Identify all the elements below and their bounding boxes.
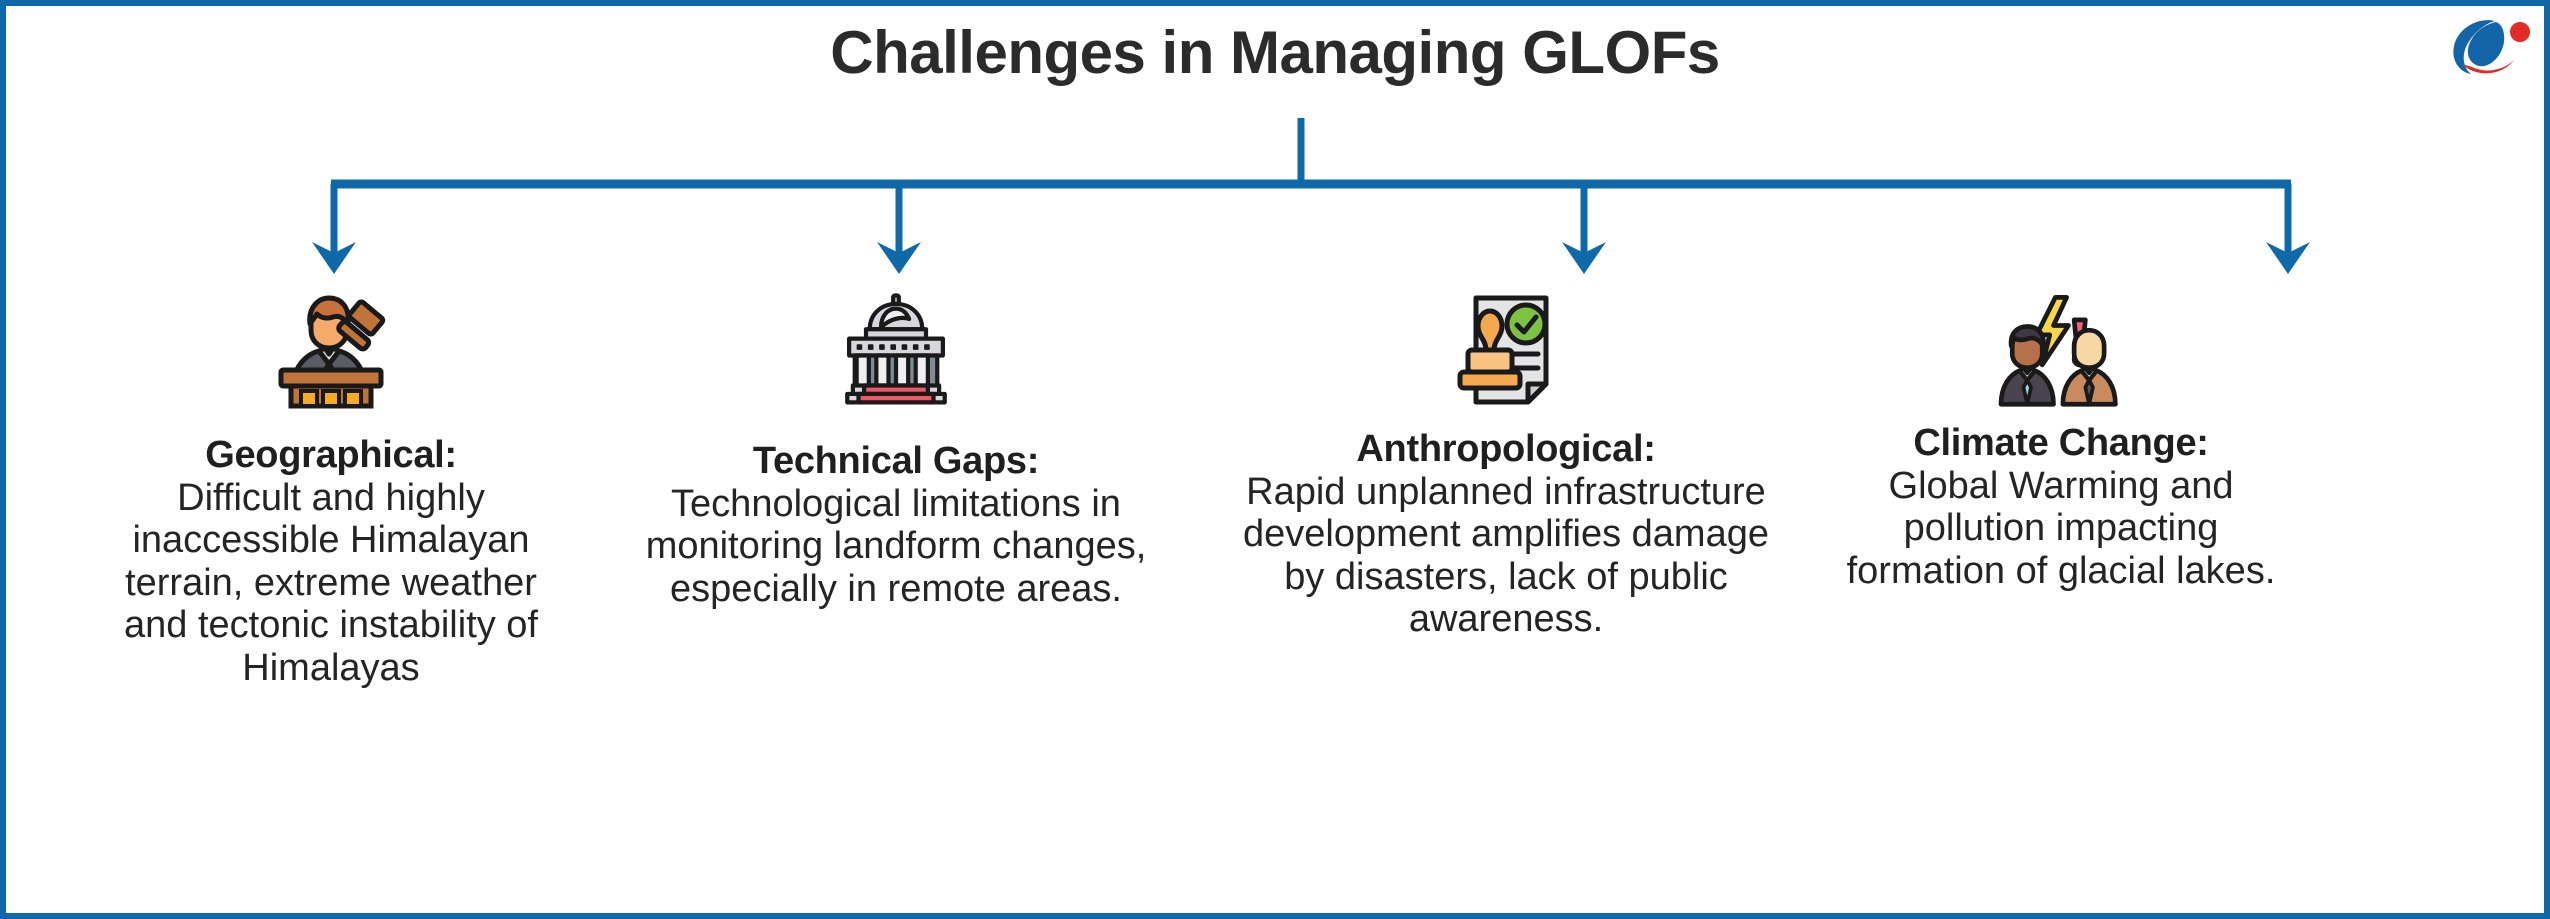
challenge-body: Technological limitations in monitoring … [645, 482, 1147, 610]
challenge-text-climate-change: Climate Change: Global Warming and pollu… [1836, 422, 2286, 592]
approved-document-stamp-icon [1436, 278, 1576, 418]
government-building-icon [826, 278, 966, 418]
page-title: Challenges in Managing GLOFs [830, 19, 1720, 86]
challenge-columns: Geographical: Difficult and highly inacc… [6, 278, 2544, 689]
challenge-card-climate-change: Climate Change: Global Warming and pollu… [1826, 278, 2296, 592]
challenge-body: Global Warming and pollution impacting f… [1846, 464, 2276, 592]
challenge-heading: Anthropological: [1356, 428, 1656, 470]
challenge-heading: Climate Change: [1913, 422, 2209, 464]
challenge-card-technical-gaps: Technical Gaps: Technological limitation… [596, 278, 1196, 610]
challenge-card-geographical: Geographical: Difficult and highly inacc… [96, 278, 566, 689]
challenge-text-geographical: Geographical: Difficult and highly inacc… [106, 434, 556, 689]
challenge-body: Difficult and highly inaccessible Himala… [123, 476, 538, 689]
challenge-heading: Technical Gaps: [752, 440, 1040, 482]
judge-podium-gavel-icon [261, 278, 401, 418]
brand-logo [2438, 12, 2534, 86]
challenge-text-anthropological: Anthropological: Rapid unplanned infrast… [1221, 428, 1791, 641]
challenge-text-technical-gaps: Technical Gaps: Technological limitation… [596, 440, 1196, 610]
challenge-heading: Geographical: [205, 434, 457, 476]
challenge-body: Rapid unplanned infrastructure developme… [1243, 470, 1769, 641]
people-conflict-alert-icon [1991, 278, 2131, 418]
challenge-card-anthropological: Anthropological: Rapid unplanned infrast… [1216, 278, 1796, 641]
